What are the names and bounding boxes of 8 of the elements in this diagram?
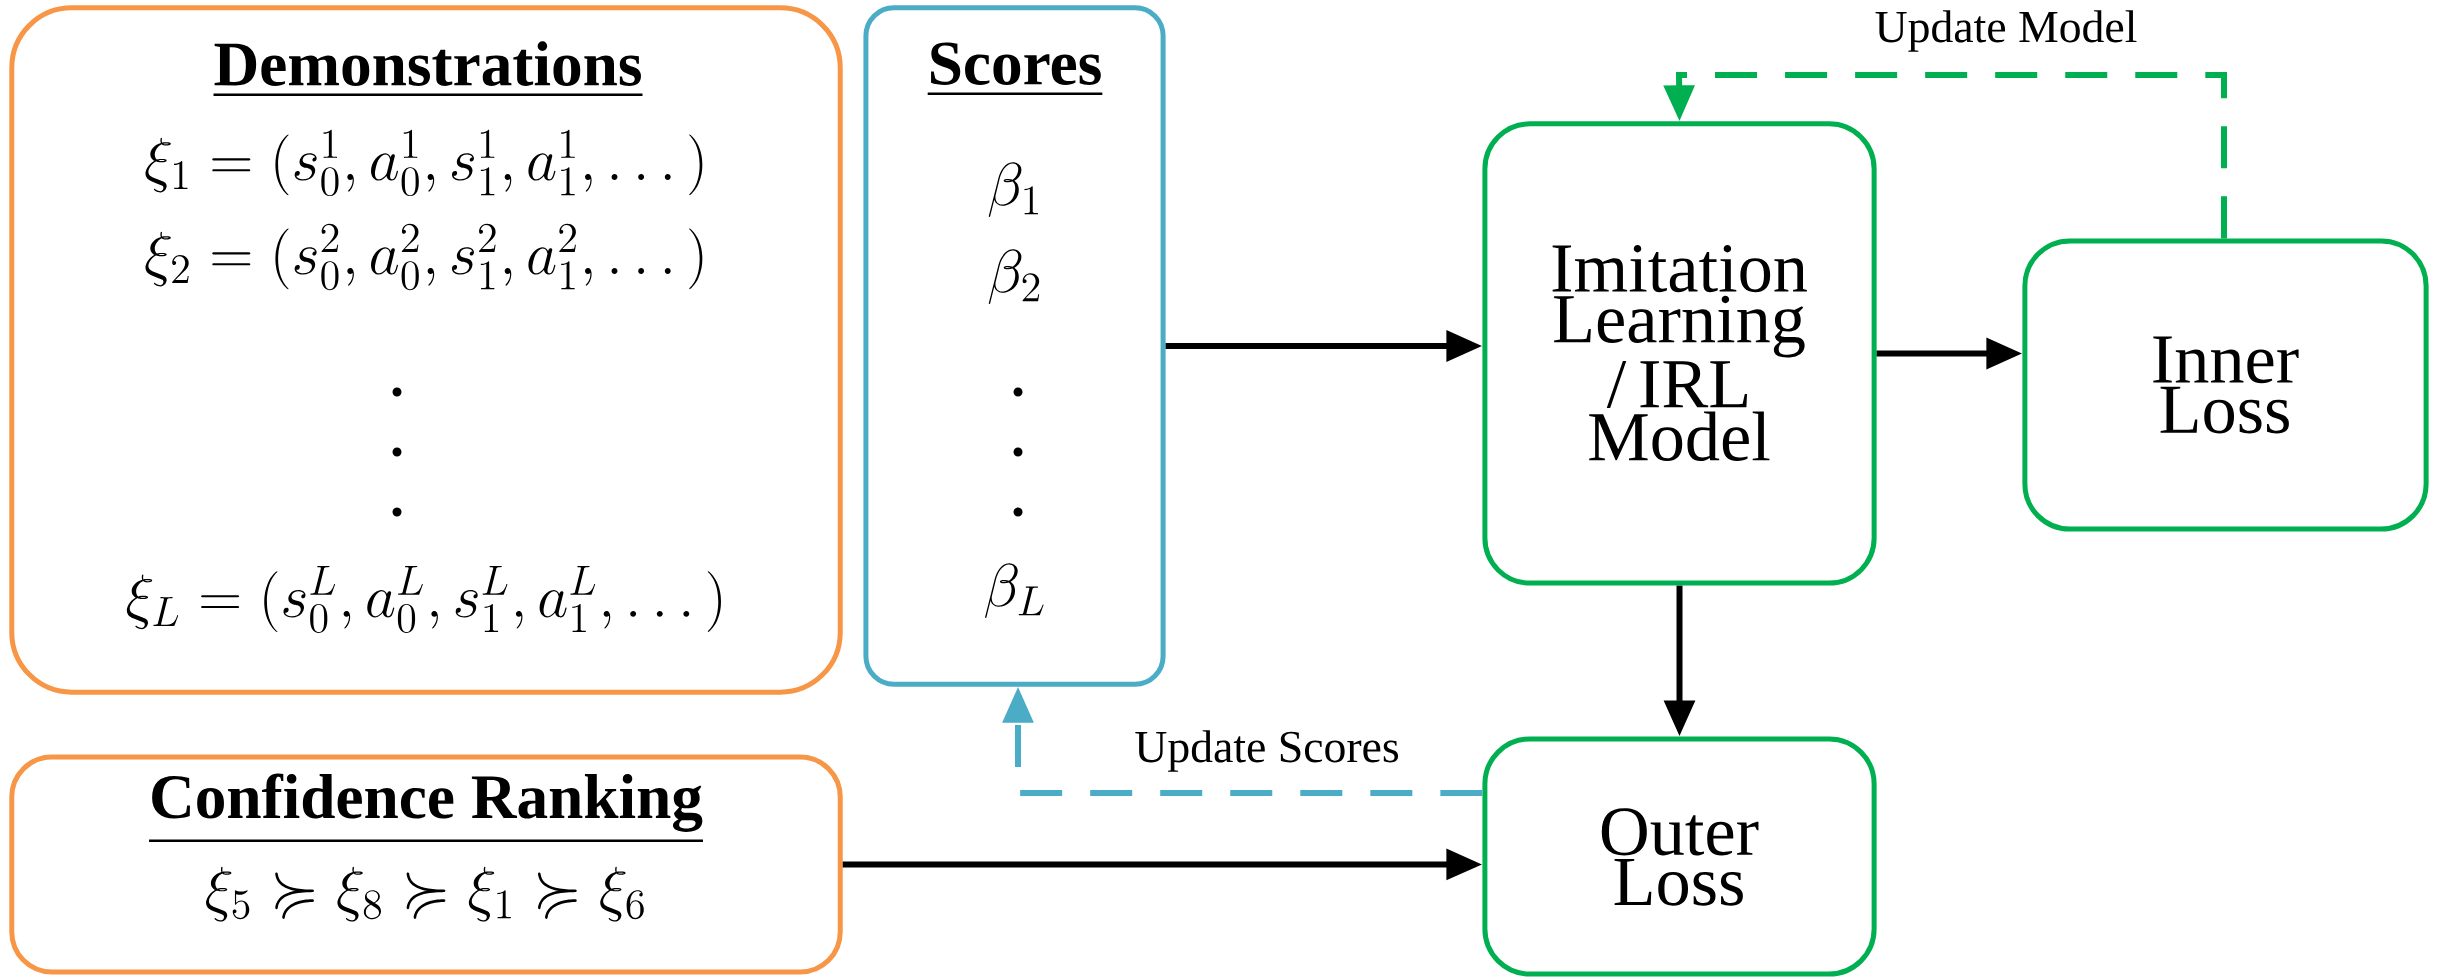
edge-label: Update Scores bbox=[1127, 723, 1407, 779]
edge-label: Update Model bbox=[1867, 3, 2145, 59]
scores-box: Scores $\beta_1$ $\beta_2$ $\beta_L$ bbox=[863, 5, 1166, 687]
loss-box: Inner Loss bbox=[2022, 238, 2429, 532]
demonstrations-box: Demonstrations $\xi_1 = (s_0^1, a_0^1, s_1^1, a_1^1, \dots)$ $\xi_2 = (s_0^2, a_0^2, s_1^2, a_1^2, \dots)$ $\xi_L = (s_0^L, a_0^L, s_1^L, a_1^L, \dots)$ bbox=[9, 5, 843, 695]
ranking-box: Confidence Ranking $\xi_5 \succcurlyeq \xi_8 \succcurlyeq \xi_1 \succcurlyeq \xi_6$ bbox=[9, 754, 843, 975]
model-box: Imitation Learning / IRL Model bbox=[1482, 121, 1877, 586]
loss-box: Outer Loss bbox=[1482, 736, 1877, 977]
